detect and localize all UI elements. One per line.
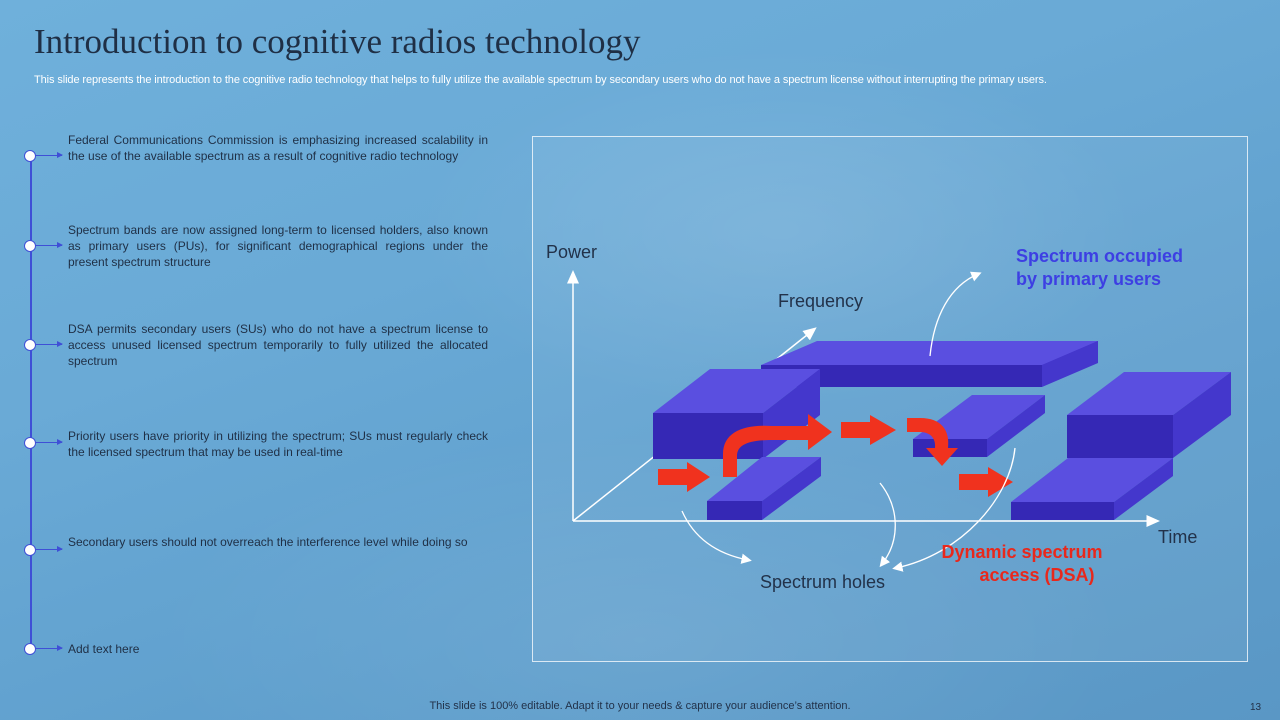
occupied-label-line1: Spectrum occupied (1016, 246, 1183, 266)
timeline-item-text: Spectrum bands are now assigned long-ter… (68, 223, 488, 269)
page-subtitle: This slide represents the introduction t… (34, 74, 1047, 86)
block-left-front-flat (707, 457, 821, 520)
dsa-arrow-2 (841, 415, 896, 445)
timeline-connector-arrow (36, 439, 63, 445)
timeline-bullet (24, 339, 36, 351)
occupied-label-line2: by primary users (1016, 269, 1161, 289)
timeline-connector-arrow (36, 341, 63, 347)
timeline-connector-arrow (36, 242, 63, 248)
dsa-arrow-1 (658, 462, 710, 492)
spectrum-diagram: Power Frequency Time Spectrum occupied b… (546, 242, 1231, 592)
timeline-connector-arrow (36, 152, 63, 158)
power-axis-label: Power (546, 242, 597, 262)
hole-pointer-arrow-mid (879, 482, 896, 568)
time-axis-label: Time (1158, 527, 1197, 547)
dsa-arrow-curved-down (907, 418, 958, 466)
block-back-long (761, 341, 1098, 387)
dsa-arrow-3 (959, 467, 1013, 497)
timeline-bullet (24, 643, 36, 655)
dsa-arrow-curved-up (723, 414, 832, 477)
hole-pointer-arrow-right (892, 447, 1016, 572)
occupied-pointer-arrow (929, 271, 982, 357)
timeline-item-text: Secondary users should not overreach the… (68, 535, 468, 549)
spectrum-holes-label: Spectrum holes (760, 572, 885, 592)
timeline-line (30, 155, 32, 649)
block-right-front-flat (1011, 458, 1173, 520)
timeline-item-text: Federal Communications Commission is emp… (68, 133, 488, 163)
timeline-bullet (24, 240, 36, 252)
timeline-connector-arrow (36, 546, 63, 552)
timeline-item-text: Add text here (68, 642, 140, 656)
timeline-item-text: DSA permits secondary users (SUs) who do… (68, 322, 488, 368)
timeline-bullet (24, 150, 36, 162)
timeline-connector-arrow (36, 645, 63, 651)
block-right-tall (1067, 372, 1231, 458)
dsa-label-line2: access (DSA) (979, 565, 1094, 585)
frequency-axis-label: Frequency (778, 291, 863, 311)
page-number: 13 (1250, 702, 1262, 713)
hole-pointer-arrow-left (681, 510, 752, 564)
footer-note: This slide is 100% editable. Adapt it to… (429, 700, 851, 712)
timeline-bullet (24, 437, 36, 449)
timeline-bullet (24, 544, 36, 556)
page-title: Introduction to cognitive radios technol… (34, 22, 641, 61)
timeline-item-text: Priority users have priority in utilizin… (68, 429, 488, 459)
dsa-label-line1: Dynamic spectrum (941, 542, 1102, 562)
